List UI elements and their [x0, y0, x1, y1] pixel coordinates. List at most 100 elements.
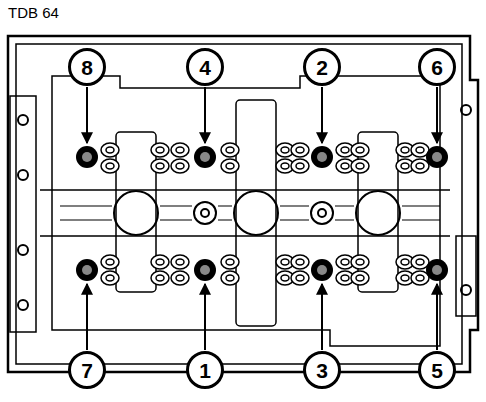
valve-spring	[416, 275, 424, 281]
valve-spring	[151, 271, 169, 285]
valve-spring	[401, 275, 409, 281]
sequence-circle: 2	[303, 48, 341, 86]
valve-spring	[171, 143, 189, 157]
valve-spring	[156, 163, 164, 169]
sequence-number: 3	[316, 360, 328, 381]
sequence-circle: 4	[186, 48, 224, 86]
valve-spring	[291, 143, 309, 157]
valve-spring	[151, 143, 169, 157]
valve-spring	[171, 159, 189, 173]
valve-spring	[356, 259, 364, 265]
head-bolt	[311, 259, 333, 281]
head-bolt	[194, 146, 216, 168]
valve-spring	[221, 143, 239, 157]
valve-spring	[296, 275, 304, 281]
head-bolt	[317, 265, 327, 275]
valve-spring	[401, 163, 409, 169]
valve-spring	[171, 255, 189, 269]
valve-spring	[341, 259, 349, 265]
sequence-number: 4	[199, 57, 211, 78]
valve-spring	[156, 259, 164, 265]
valve-spring	[226, 147, 234, 153]
valve-spring	[296, 259, 304, 265]
valve-spring	[351, 255, 369, 269]
sequence-circle: 1	[186, 351, 224, 389]
head-bolt	[200, 152, 210, 162]
head-bolt	[82, 152, 92, 162]
valve-spring	[296, 147, 304, 153]
sequence-circle: 5	[418, 351, 456, 389]
sequence-number: 7	[81, 360, 93, 381]
valve-spring	[226, 163, 234, 169]
valve-spring	[221, 255, 239, 269]
valve-spring	[226, 259, 234, 265]
head-bolt	[426, 259, 448, 281]
valve-spring	[106, 147, 114, 153]
valve-spring	[281, 163, 289, 169]
valve-spring	[351, 143, 369, 157]
valve-spring	[411, 271, 429, 285]
valve-spring	[101, 271, 119, 285]
valve-spring	[106, 259, 114, 265]
sequence-circle: 8	[68, 48, 106, 86]
drawing-reference: TDB 64	[6, 4, 61, 21]
head-bolt	[432, 265, 442, 275]
head-bolt	[432, 152, 442, 162]
sequence-number: 6	[431, 57, 443, 78]
valve-spring	[291, 271, 309, 285]
valve-spring	[401, 147, 409, 153]
head-bolt	[311, 146, 333, 168]
valve-spring	[341, 275, 349, 281]
sequence-circle: 7	[68, 351, 106, 389]
sequence-number: 8	[81, 57, 93, 78]
valve-spring	[411, 255, 429, 269]
head-bolt	[194, 259, 216, 281]
sequence-circle: 3	[303, 351, 341, 389]
valve-spring	[101, 255, 119, 269]
head-bolt	[426, 146, 448, 168]
valve-spring	[291, 255, 309, 269]
valve-spring	[356, 163, 364, 169]
valve-spring	[281, 147, 289, 153]
valve-spring	[351, 271, 369, 285]
head-bolt	[82, 265, 92, 275]
valve-spring	[411, 159, 429, 173]
valve-spring	[351, 159, 369, 173]
head-bolt	[76, 146, 98, 168]
valve-spring	[416, 163, 424, 169]
head-bolt	[76, 259, 98, 281]
valve-spring	[176, 163, 184, 169]
valve-spring	[156, 147, 164, 153]
head-bolt	[200, 265, 210, 275]
valve-spring	[101, 143, 119, 157]
valve-spring	[101, 159, 119, 173]
valve-spring	[281, 275, 289, 281]
valve-spring	[356, 147, 364, 153]
sequence-number: 1	[199, 360, 211, 381]
valve-spring	[151, 255, 169, 269]
valve-spring	[356, 275, 364, 281]
valve-spring	[156, 275, 164, 281]
valve-spring	[221, 271, 239, 285]
valve-spring	[106, 275, 114, 281]
valve-spring	[176, 259, 184, 265]
valve-spring	[151, 159, 169, 173]
valve-spring	[416, 147, 424, 153]
valve-spring	[176, 275, 184, 281]
valve-spring	[416, 259, 424, 265]
valve-spring	[176, 147, 184, 153]
valve-spring	[221, 159, 239, 173]
valve-spring	[281, 259, 289, 265]
head-bolt	[317, 152, 327, 162]
valve-spring	[106, 163, 114, 169]
valve-spring	[401, 259, 409, 265]
valve-spring	[341, 147, 349, 153]
valve-spring	[296, 163, 304, 169]
sequence-number: 2	[316, 57, 328, 78]
sequence-number: 5	[431, 360, 443, 381]
sequence-circle: 6	[418, 48, 456, 86]
valve-spring	[171, 271, 189, 285]
valve-spring	[291, 159, 309, 173]
valve-spring	[341, 163, 349, 169]
